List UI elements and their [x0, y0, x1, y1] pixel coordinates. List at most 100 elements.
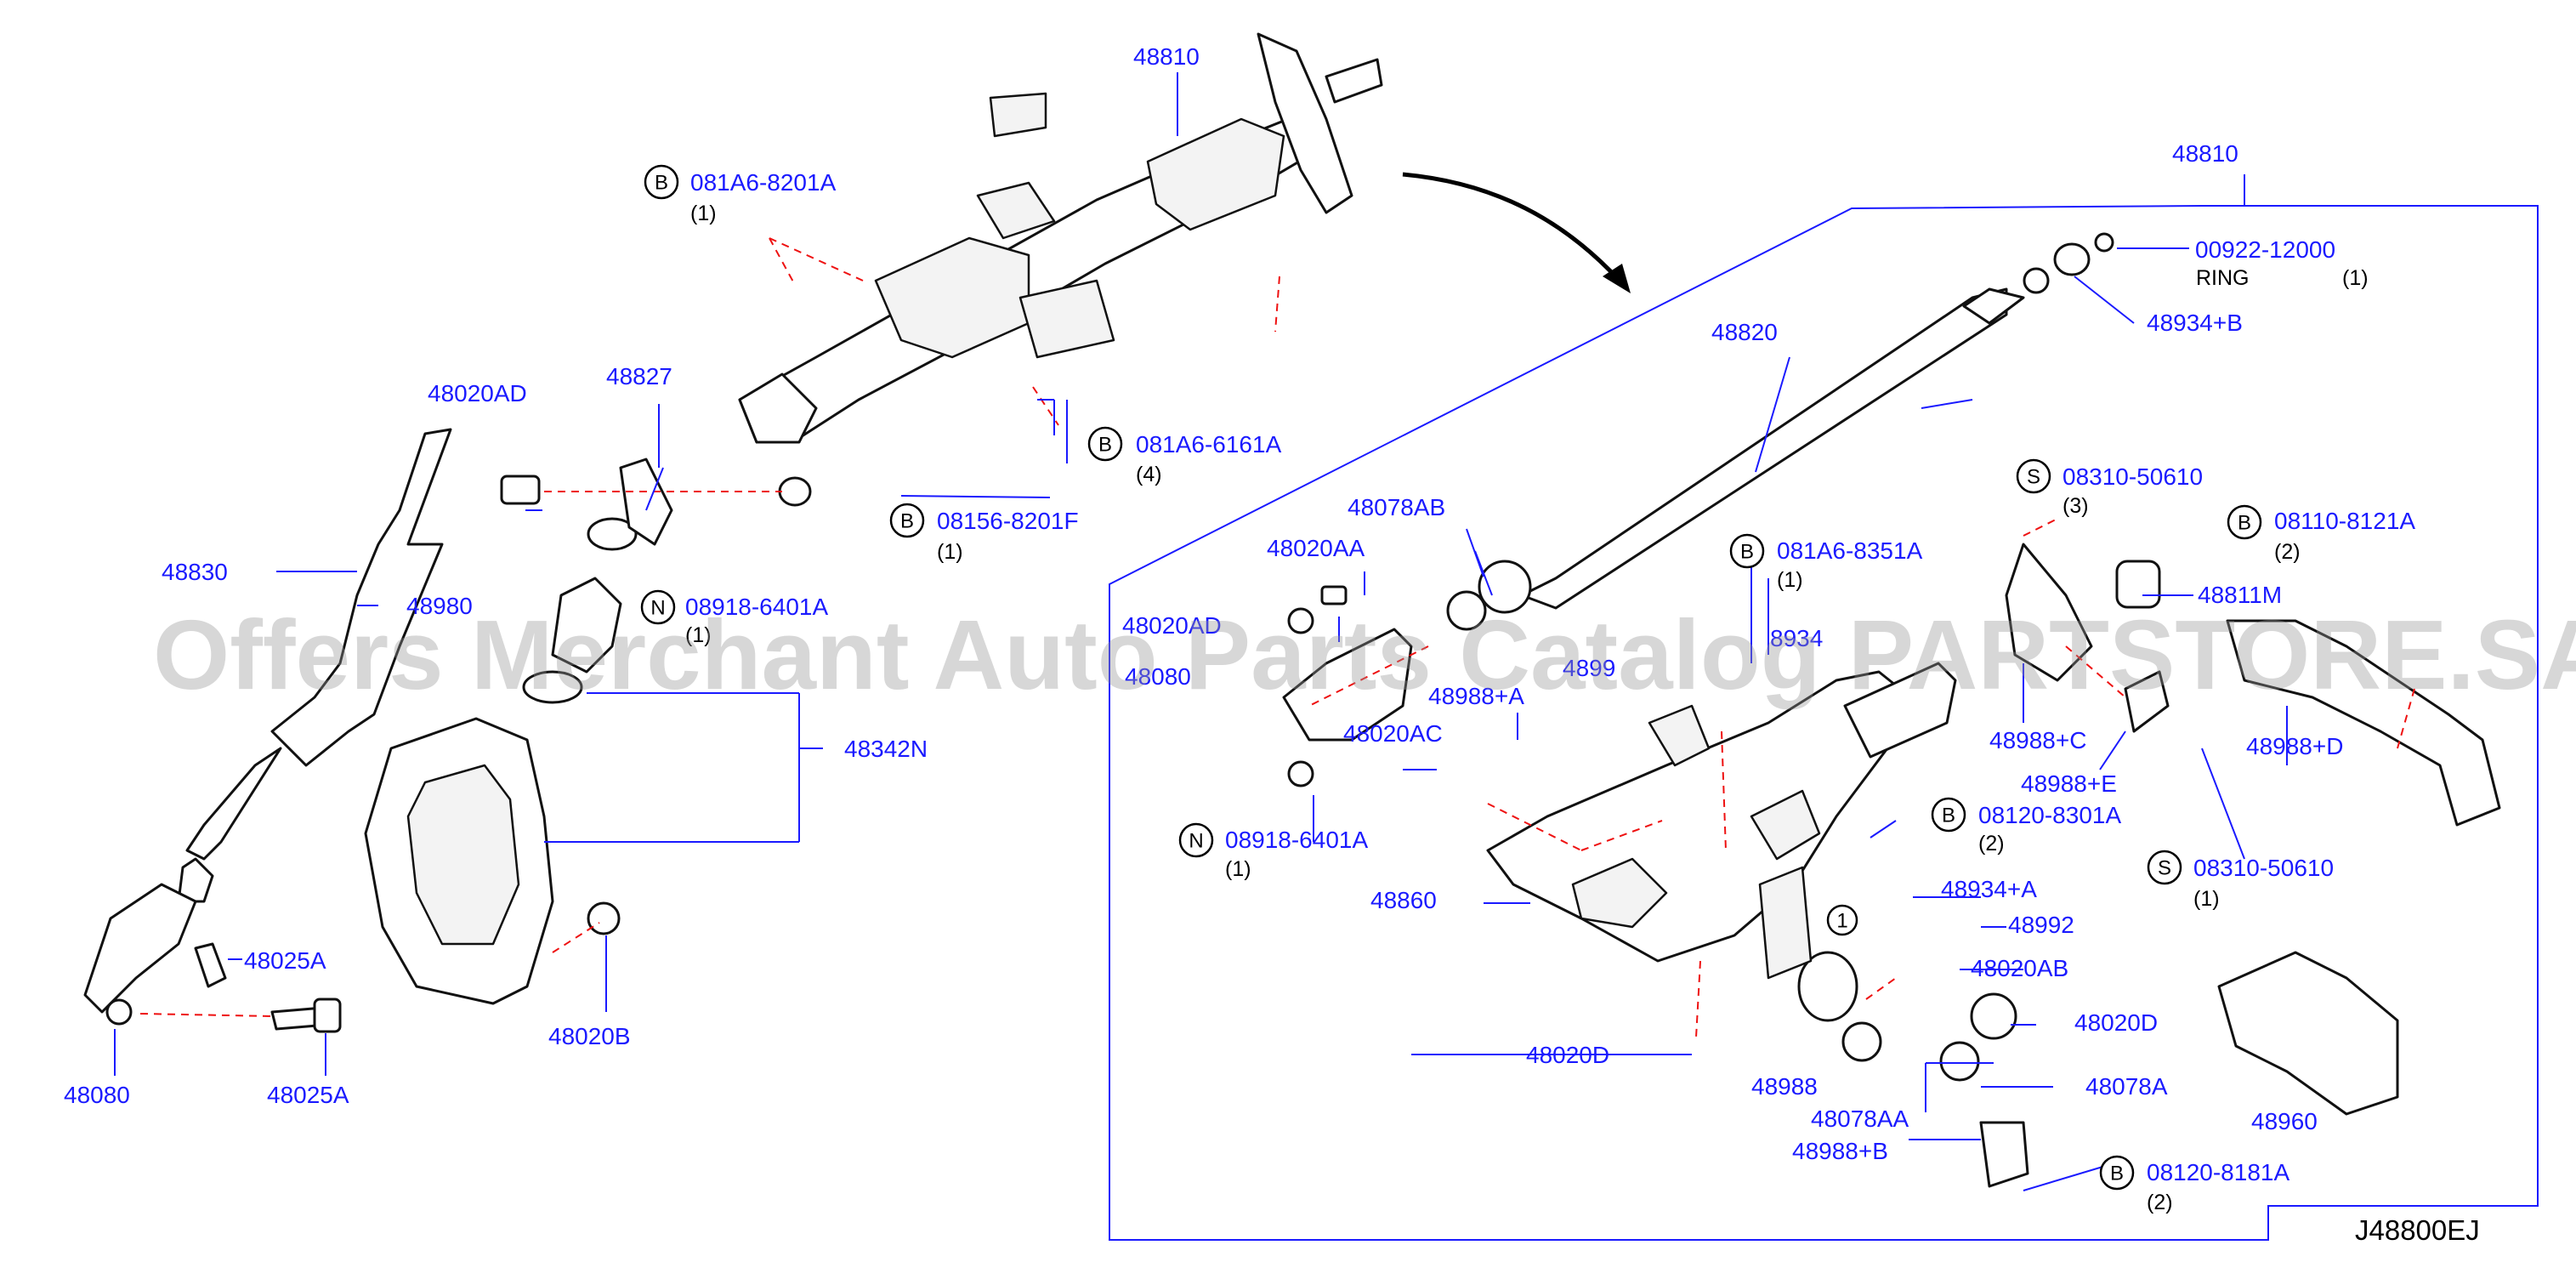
- part-label-08156-8201f[interactable]: 08156-8201F: [937, 508, 1079, 534]
- part-label-48934b[interactable]: 48934+B: [2147, 310, 2243, 336]
- part-label-48080-left[interactable]: 48080: [64, 1082, 130, 1108]
- part-label-48988a[interactable]: 48988+A: [1428, 683, 1524, 709]
- part-label-48820[interactable]: 48820: [1711, 319, 1778, 345]
- part-label-48860[interactable]: 48860: [1370, 887, 1437, 913]
- bracket-right-drawing: [2005, 543, 2501, 827]
- part-label-48078a[interactable]: 48078A: [2085, 1073, 2168, 1100]
- part-label-48078ab[interactable]: 48078AB: [1348, 494, 1445, 520]
- part-label-48960[interactable]: 48960: [2251, 1108, 2318, 1134]
- badge-s-08310-50610-bot: S: [2147, 850, 2182, 885]
- qty-08918-6401a-box: (1): [1225, 857, 1251, 881]
- part-label-48080-box[interactable]: 48080: [1125, 663, 1191, 690]
- part-label-48934a[interactable]: 48934+A: [1941, 876, 2037, 902]
- part-label-48988e[interactable]: 48988+E: [2021, 770, 2117, 797]
- u-joint-left-drawing: [83, 883, 197, 1026]
- part-label-08310-50610-bot[interactable]: 08310-50610: [2193, 855, 2334, 881]
- part-label-48020d-left[interactable]: 48020D: [1526, 1042, 1609, 1068]
- part-label-08918-6401a-box[interactable]: 08918-6401A: [1225, 827, 1368, 853]
- qty-08120-8181a: (2): [2147, 1191, 2173, 1214]
- watermark: Offers Merchant Auto Parts Catalog PARTS…: [153, 600, 2576, 710]
- badge-b-08120-8181a: B: [2099, 1155, 2135, 1191]
- qty-08310-50610-bot: (1): [2193, 887, 2220, 911]
- part-label-48078aa[interactable]: 48078AA: [1811, 1106, 1909, 1132]
- bolt-48025a-drawing: [194, 942, 342, 1033]
- part-label-48020d-right[interactable]: 48020D: [2074, 1009, 2158, 1036]
- svg-text:B: B: [2110, 1163, 2124, 1185]
- svg-text:B: B: [1098, 434, 1112, 457]
- qty-08156-8201f: (1): [937, 540, 963, 564]
- assembly-guides: [139, 237, 2415, 1038]
- part-label-08918-6401a-top[interactable]: 08918-6401A: [685, 594, 828, 620]
- dust-cover-drawing: [364, 717, 621, 1005]
- switch-and-clamp-drawing: [1648, 704, 2399, 1188]
- u-joint-box-drawing: [1282, 585, 1413, 787]
- upper-shaft-drawing: [1446, 232, 2114, 631]
- svg-text:1: 1: [1836, 910, 1847, 933]
- qty-00922-12000: (1): [2342, 266, 2369, 290]
- part-label-48020ad-box[interactable]: 48020AD: [1122, 612, 1222, 639]
- svg-text:B: B: [655, 172, 668, 195]
- part-label-48830[interactable]: 48830: [162, 559, 228, 585]
- part-label-081a6-8351a[interactable]: 081A6-8351A: [1777, 537, 1923, 564]
- ring-text: RING: [2196, 266, 2250, 290]
- part-label-00922-12000[interactable]: 00922-12000: [2195, 236, 2335, 263]
- detail-box-outline: [1109, 205, 2539, 1241]
- badge-b-081a6-6161a: B: [1087, 426, 1123, 462]
- part-label-08110-8121a[interactable]: 08110-8121A: [2274, 508, 2415, 534]
- part-label-48988c[interactable]: 48988+C: [1989, 727, 2086, 753]
- part-label-48020ad-left[interactable]: 48020AD: [428, 380, 527, 406]
- svg-text:S: S: [2027, 466, 2040, 489]
- part-label-48025a-1[interactable]: 48025A: [244, 947, 326, 974]
- part-label-48020ac[interactable]: 48020AC: [1343, 720, 1443, 747]
- svg-text:B: B: [900, 510, 914, 533]
- qty-08110-8121a: (2): [2274, 540, 2301, 564]
- badge-n-08918-6401a-box: N: [1178, 822, 1214, 858]
- badge-n-08918-6401a-top: N: [640, 589, 676, 625]
- qty-081a6-8201a: (1): [690, 202, 717, 225]
- badge-b-08110-8121a: B: [2227, 504, 2262, 540]
- part-label-48810-box[interactable]: 48810: [2172, 140, 2238, 167]
- badge-b-081a6-8351a: B: [1729, 533, 1765, 569]
- badge-circle-1: 1: [1826, 904, 1858, 936]
- part-label-48988[interactable]: 48988: [1751, 1073, 1818, 1100]
- part-label-08310-50610-top[interactable]: 08310-50610: [2063, 463, 2203, 490]
- svg-text:S: S: [2158, 857, 2171, 880]
- svg-text:N: N: [650, 597, 665, 620]
- part-label-48810-top[interactable]: 48810: [1133, 43, 1200, 70]
- part-label-48992[interactable]: 48992: [2008, 912, 2074, 938]
- svg-text:B: B: [1740, 541, 1754, 564]
- part-label-48020b[interactable]: 48020B: [548, 1023, 631, 1049]
- part-label-48988d[interactable]: 48988+D: [2246, 733, 2343, 759]
- part-label-8934-partial[interactable]: 8934: [1770, 625, 1823, 651]
- part-label-48020aa[interactable]: 48020AA: [1267, 535, 1365, 561]
- badge-b-08156-8201f: B: [889, 503, 925, 538]
- qty-08120-8301a: (2): [1978, 832, 2005, 856]
- part-label-48811m[interactable]: 48811M: [2198, 582, 2282, 608]
- qty-08918-6401a-top: (1): [685, 623, 712, 647]
- svg-text:B: B: [2238, 512, 2251, 535]
- direction-arrow: [1402, 172, 1631, 293]
- part-label-08120-8181a[interactable]: 08120-8181A: [2147, 1159, 2289, 1185]
- boot-and-seal-drawing: [500, 458, 812, 704]
- part-label-48988b[interactable]: 48988+B: [1792, 1138, 1888, 1164]
- part-label-48025a-2[interactable]: 48025A: [267, 1082, 349, 1108]
- qty-081a6-8351a: (1): [1777, 568, 1803, 592]
- part-label-48020ab[interactable]: 48020AB: [1971, 955, 2068, 981]
- part-label-4899-partial[interactable]: 4899: [1563, 655, 1615, 681]
- diagram-code: J48800EJ: [2355, 1214, 2480, 1246]
- badge-s-08310-50610-top: S: [2016, 458, 2051, 494]
- part-label-081a6-8201a[interactable]: 081A6-8201A: [690, 169, 837, 196]
- part-label-081a6-6161a[interactable]: 081A6-6161A: [1136, 431, 1282, 458]
- intermediate-shaft-drawing: [177, 428, 452, 903]
- steering-column-top-drawing: [738, 32, 1383, 444]
- part-labels: 48810 B 081A6-8201A (1) B 081A6-6161A (4…: [64, 43, 2415, 1214]
- qty-081a6-6161a: (4): [1136, 463, 1162, 486]
- badge-b-081a6-8201a: B: [644, 164, 679, 200]
- svg-text:N: N: [1189, 830, 1203, 853]
- part-label-48827[interactable]: 48827: [606, 363, 672, 389]
- part-label-48980[interactable]: 48980: [406, 593, 473, 619]
- part-label-48342n[interactable]: 48342N: [844, 736, 928, 762]
- part-label-08120-8301a[interactable]: 08120-8301A: [1978, 802, 2121, 828]
- column-housing-drawing: [1486, 662, 1957, 963]
